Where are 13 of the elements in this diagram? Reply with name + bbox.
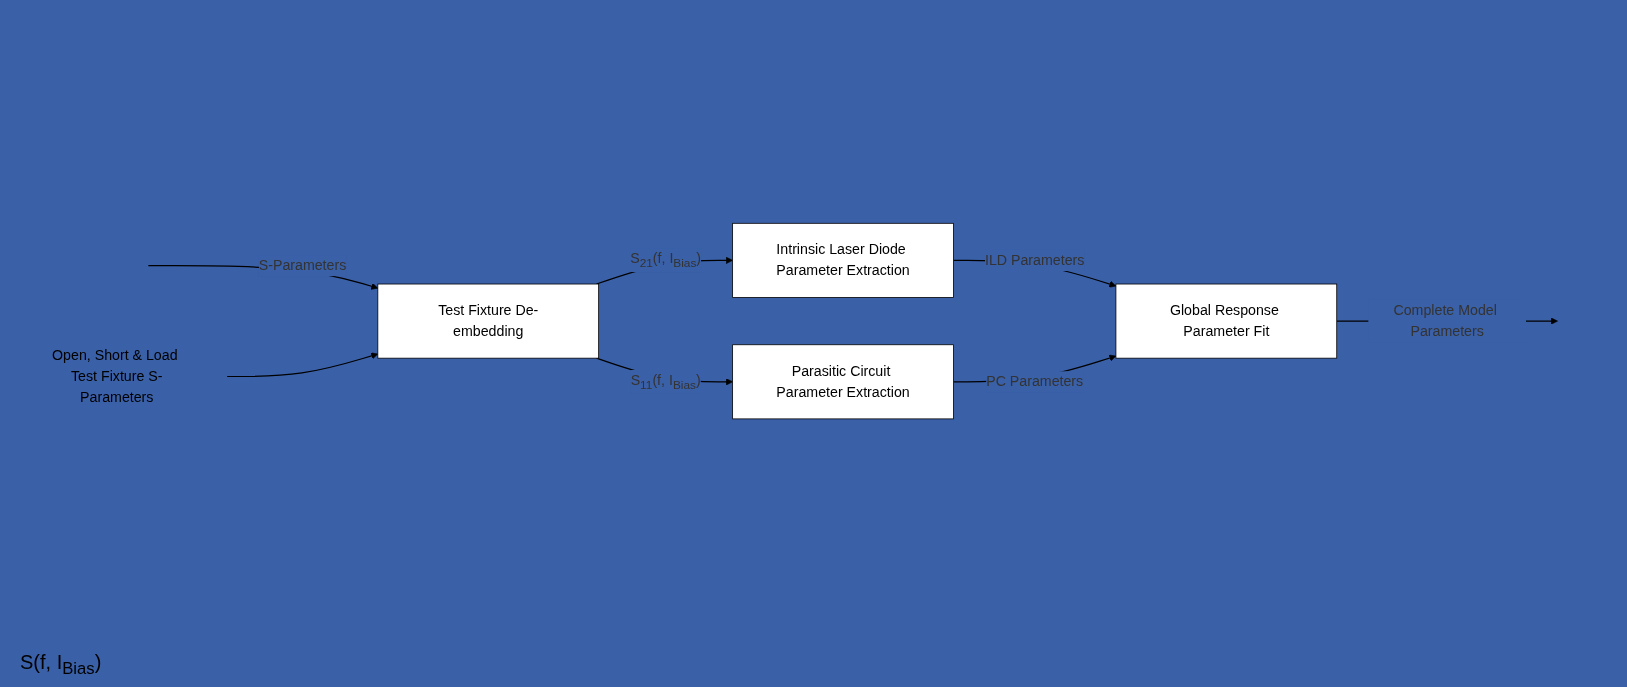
- node-box: Test Fixture De-embedding: [377, 283, 600, 359]
- edge-label: Complete Model Parameters: [1393, 301, 1497, 339]
- edge-label: S$_{21}$(f, I$_{Bias}$): [630, 250, 702, 270]
- node-text: Open, Short & Load Test Fixture S-Parameters: [52, 346, 178, 406]
- edge-label: S-Parameters: [258, 257, 347, 273]
- node-box: Global Response Parameter Fit: [1115, 283, 1338, 359]
- node-box: Parasitic Circuit Parameter Extraction: [732, 344, 954, 419]
- edge-label: PC Parameters: [986, 373, 1084, 390]
- signal-label: S(f, I$_{Bias}$): [20, 651, 102, 673]
- edge-label: S$_{11}$(f, I$_{Bias}$): [630, 372, 701, 391]
- node-box: Intrinsic Laser Diode Parameter Extraction: [732, 222, 954, 298]
- edge-label: ILD Parameters: [984, 251, 1085, 268]
- arrow: [226, 352, 379, 377]
